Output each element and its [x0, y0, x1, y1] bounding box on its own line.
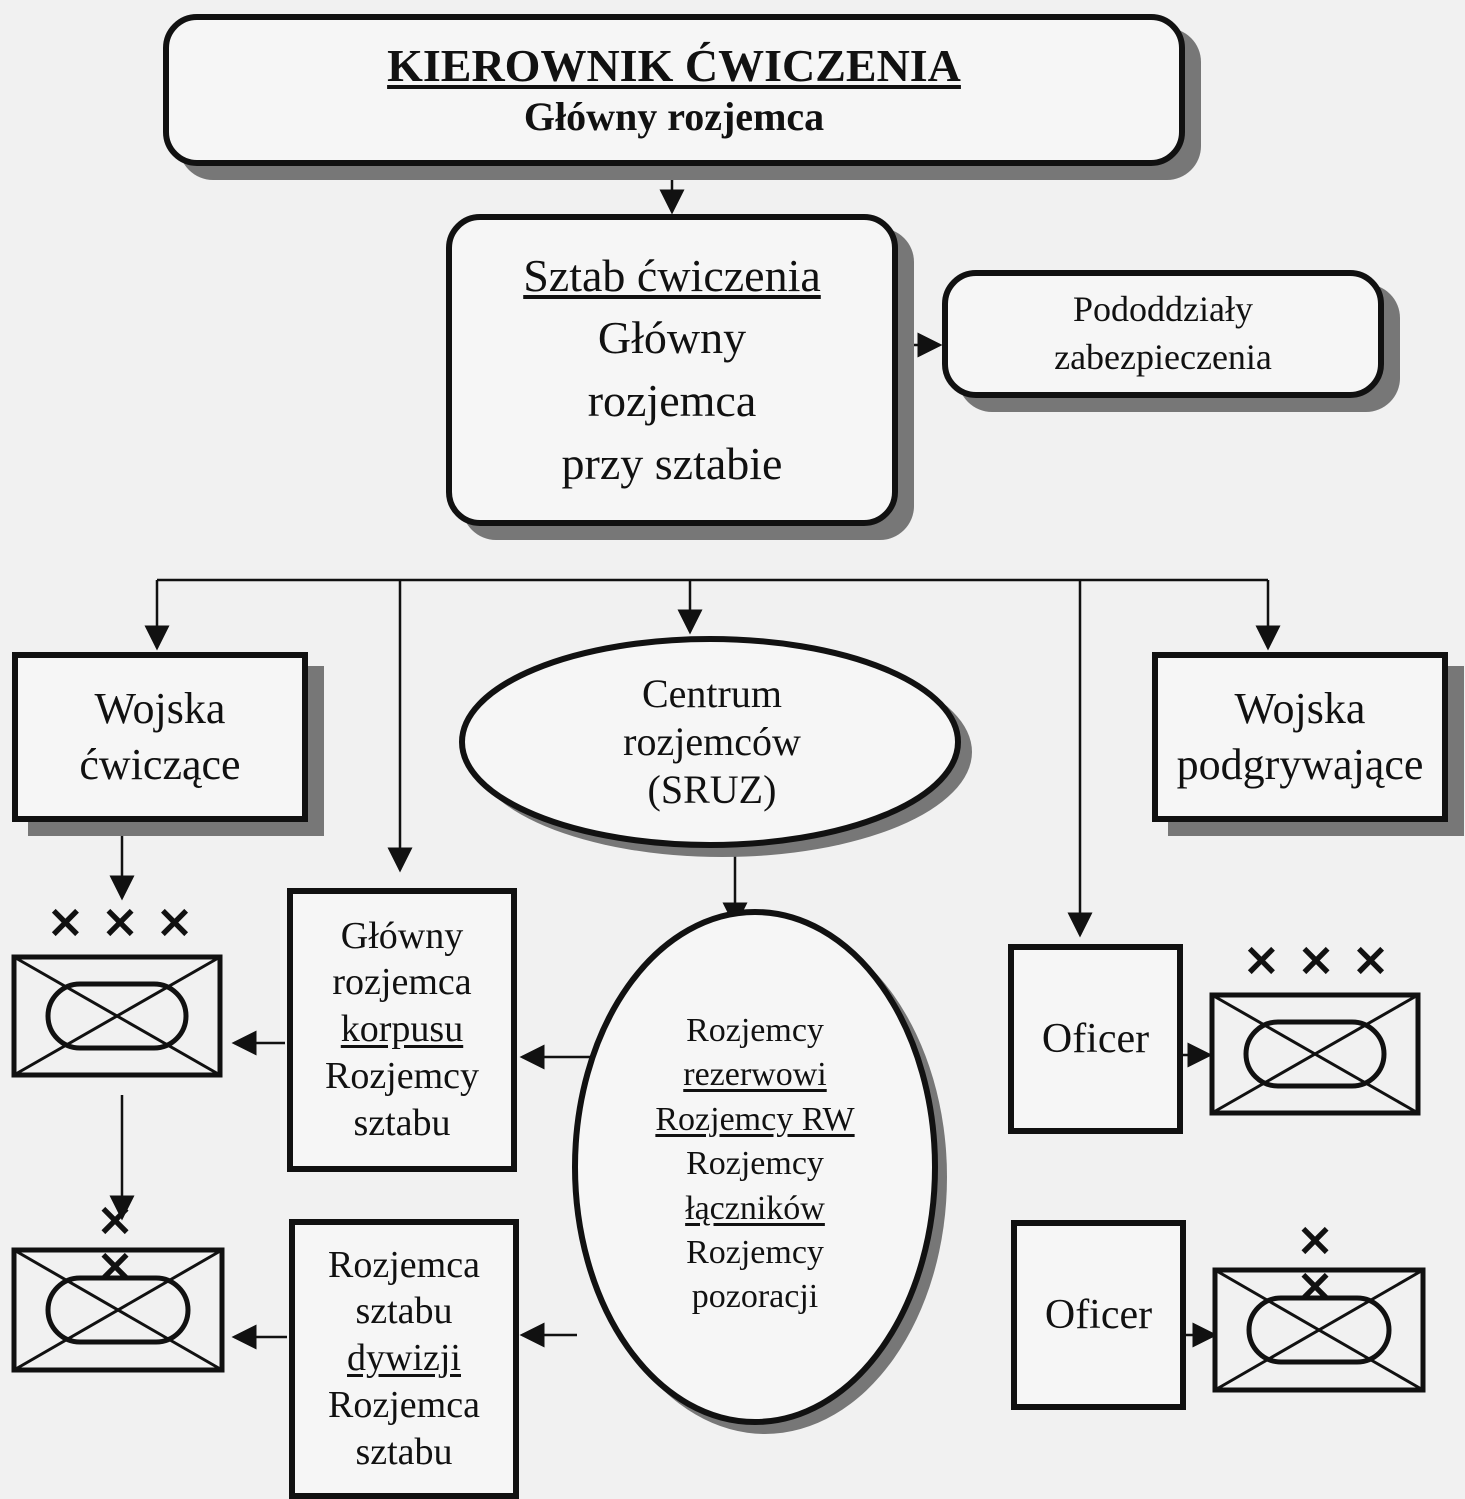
staff-line-2: rozjemca [587, 375, 757, 426]
support-line-2: zabezpieczenia [1054, 337, 1272, 377]
center-line-2: rozjemców [623, 719, 801, 764]
division-line-5: sztabu [355, 1430, 453, 1473]
division-line-2: sztabu [355, 1290, 453, 1333]
division-line-3: dywizji [347, 1337, 461, 1380]
exercise-staff-title: Sztab ćwiczenia [523, 249, 821, 301]
division-umpire-box: Rozjemca sztabu dywizji Rozjemca sztabu [289, 1219, 519, 1499]
reserve-line-2: rezerwowi [683, 1056, 827, 1094]
reserve-line-3: Rozjemcy RW [655, 1100, 855, 1138]
unit-symbol-xx-left [11, 1247, 225, 1373]
support-subunits-box: Pododdziały zabezpieczenia [942, 270, 1384, 398]
unit-symbol-xxx-left [11, 954, 223, 1078]
officer-box-bottom: Oficer [1011, 1220, 1186, 1410]
reserve-line-6: Rozjemcy [686, 1233, 824, 1271]
umpire-center-label: Centrum rozjemców (SRUZ) [512, 672, 912, 812]
officer-box-top: Oficer [1008, 944, 1183, 1134]
reserve-line-1: Rozjemcy [686, 1012, 824, 1049]
exercising-line-1: Wojska [94, 683, 226, 733]
exercising-troops-box: Wojska ćwiczące [12, 652, 308, 822]
exercise-staff-box: Sztab ćwiczenia Główny rozjemca przy szt… [446, 214, 898, 526]
officer-bottom-label: Oficer [1044, 1291, 1153, 1338]
unit-symbol-xxx-right [1209, 992, 1421, 1116]
reserve-umpires-label: Rozjemcy rezerwowi Rozjemcy RW Rozjemcy … [605, 1012, 905, 1316]
center-ellipse [459, 636, 961, 848]
center-line-1: Centrum [642, 671, 782, 716]
exercise-director-title: KIEROWNIK ĆWICZENIA [387, 39, 961, 91]
echelon-mark-xx-right: × × [1295, 1212, 1349, 1312]
corps-line-1: Główny [340, 914, 464, 957]
officer-top-label: Oficer [1041, 1015, 1150, 1062]
opposing-line-2: podgrywające [1176, 740, 1424, 789]
division-line-1: Rozjemca [328, 1243, 480, 1286]
echelon-mark-xx-left: × × [95, 1192, 149, 1292]
reserve-ellipse [572, 909, 938, 1425]
staff-line-3: przy sztabie [561, 437, 783, 489]
echelon-mark-xxx-left: × × × [46, 894, 194, 948]
exercise-director-box: KIEROWNIK ĆWICZENIA Główny rozjemca [163, 14, 1185, 166]
corps-line-2: rozjemca [332, 961, 472, 1004]
corps-line-5: sztabu [353, 1101, 451, 1144]
corps-umpire-box: Główny rozjemca korpusu Rozjemcy sztabu [287, 888, 517, 1172]
exercising-line-2: ćwiczące [79, 740, 241, 789]
corps-line-4: Rozjemcy [324, 1054, 480, 1097]
reserve-line-7: pozoracji [691, 1278, 819, 1316]
opposing-line-1: Wojska [1234, 683, 1366, 733]
support-line-1: Pododdziały [1073, 289, 1253, 330]
chief-umpire-label: Główny rozjemca [523, 94, 825, 140]
center-line-3: (SRUZ) [647, 767, 777, 812]
corps-line-3: korpusu [340, 1008, 464, 1051]
staff-line-1: Główny [597, 312, 747, 364]
reserve-line-5: łączników [685, 1189, 825, 1227]
opposing-troops-box: Wojska podgrywające [1152, 652, 1448, 822]
division-line-4: Rozjemca [328, 1383, 480, 1426]
unit-symbol-xx-right [1212, 1267, 1426, 1393]
reserve-line-4: Rozjemcy [686, 1145, 824, 1183]
echelon-mark-xxx-right: × × × [1242, 932, 1390, 986]
